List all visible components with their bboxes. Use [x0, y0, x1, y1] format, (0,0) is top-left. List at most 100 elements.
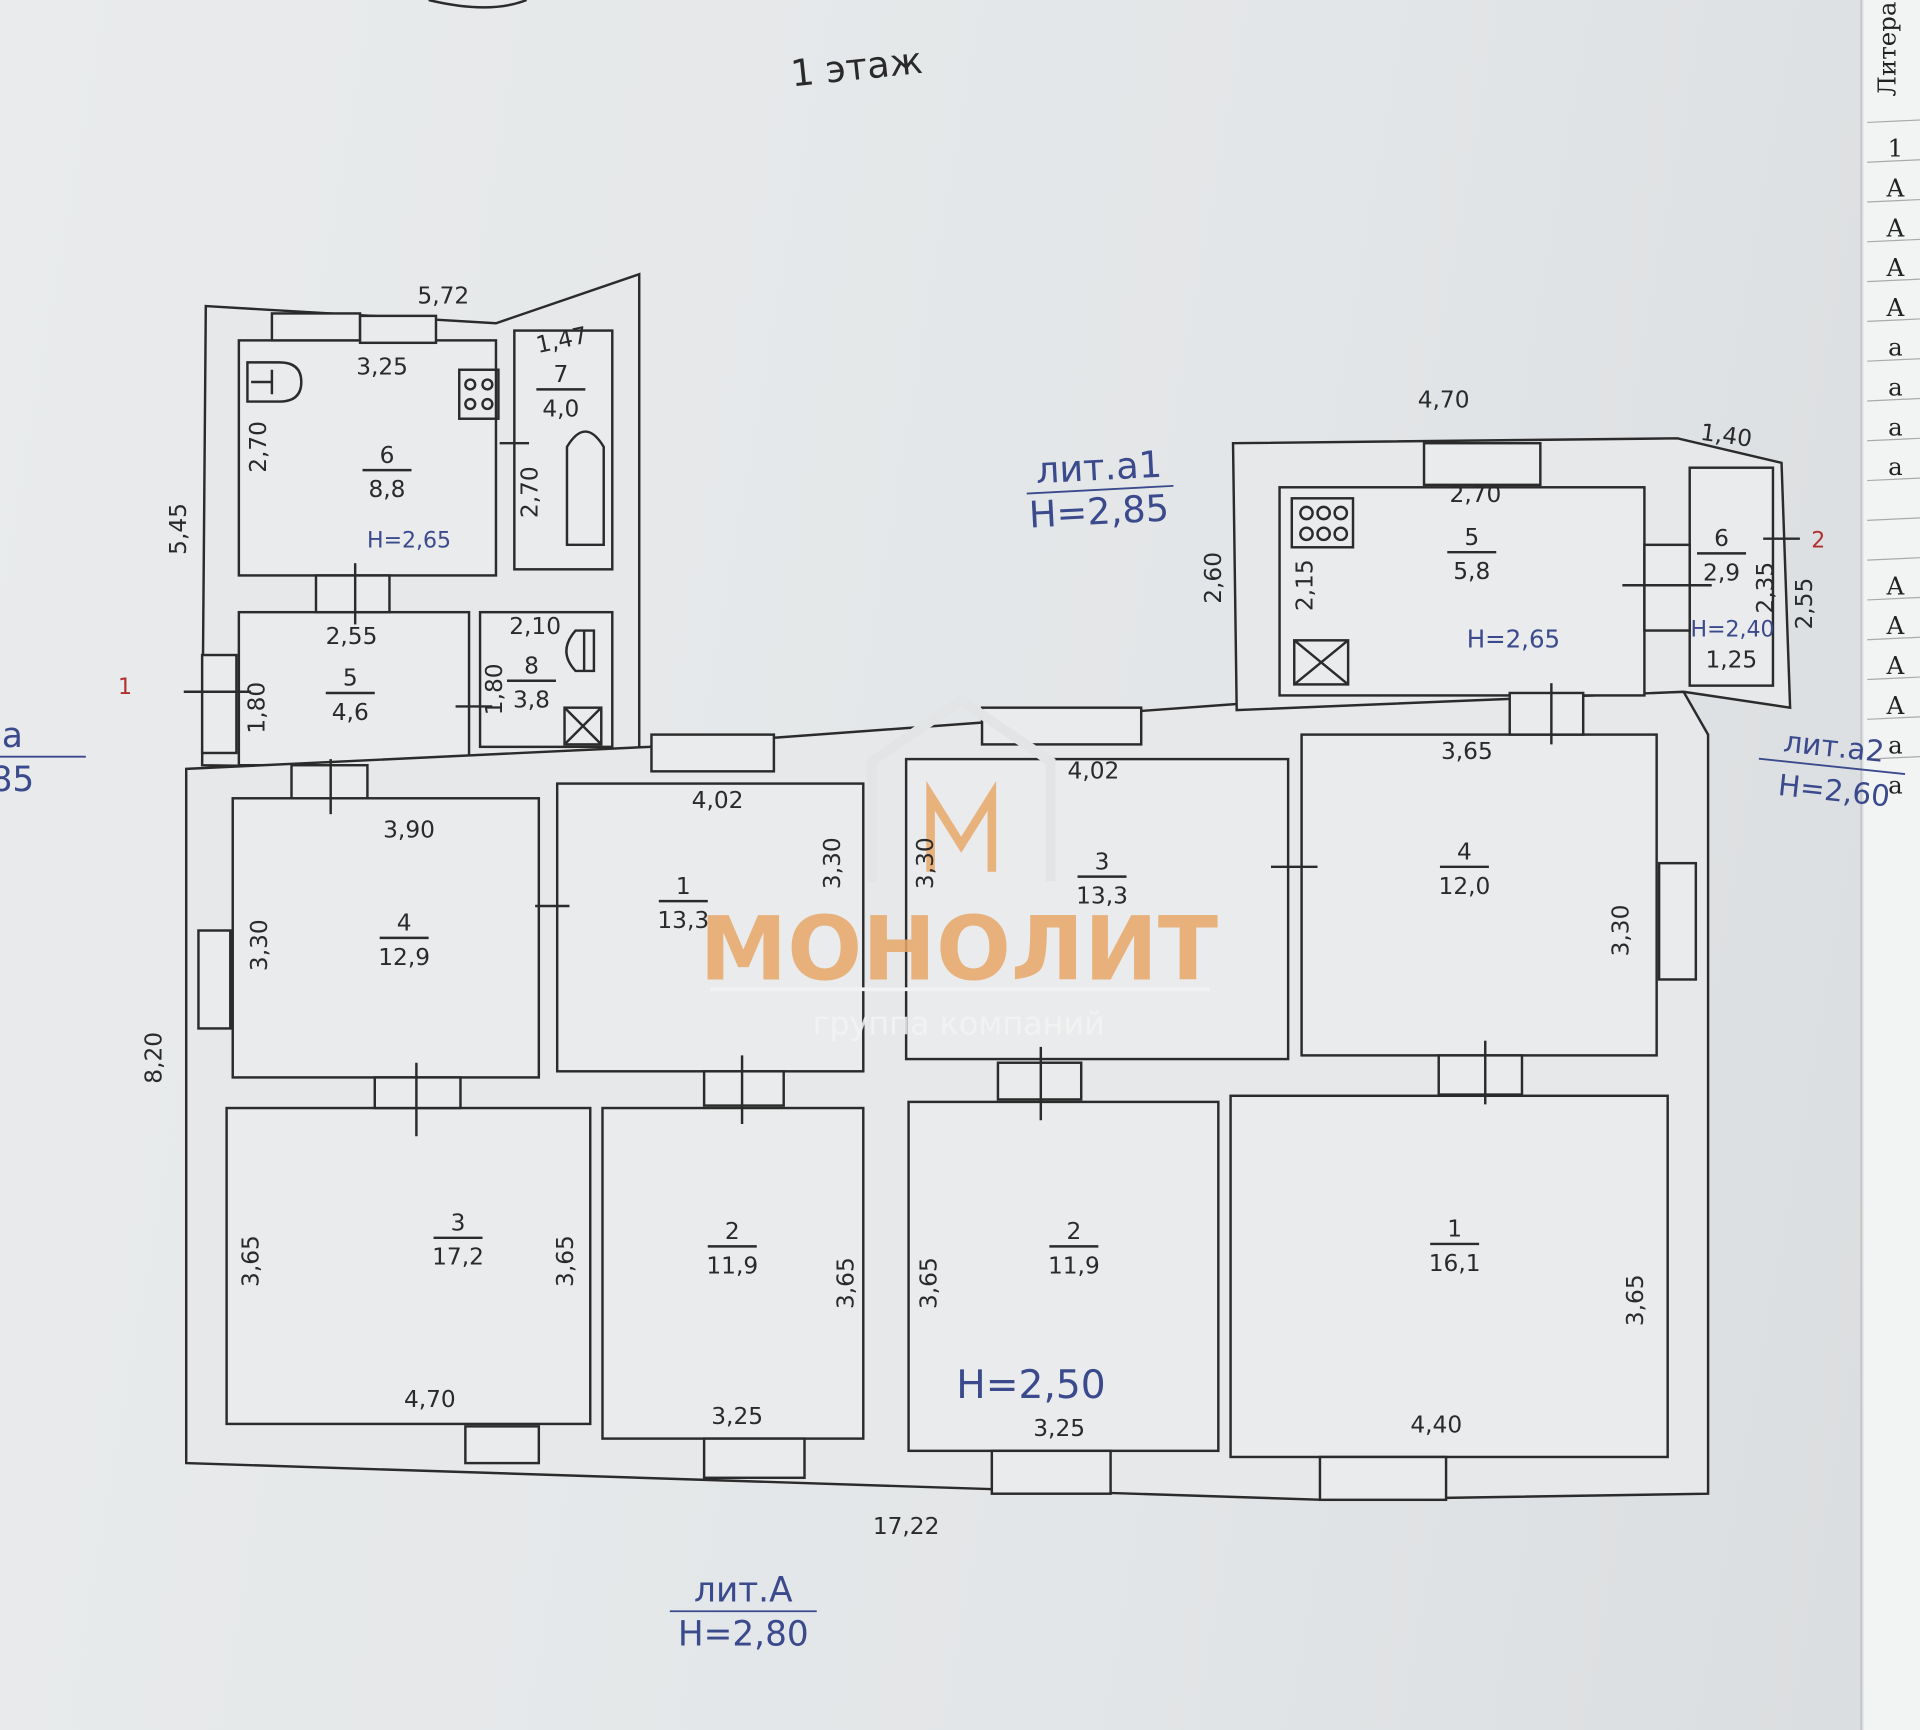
lit-height: H=2,80 [678, 1615, 809, 1655]
window [1657, 861, 1698, 981]
table-cell: а [1888, 770, 1903, 799]
table-row-line [1867, 397, 1920, 402]
room-number: 7 [553, 361, 568, 388]
table-cell: а [1888, 372, 1903, 401]
table-background [1863, 0, 1920, 1730]
dimension-label: 17,22 [873, 1513, 940, 1540]
room-number: 8 [524, 652, 539, 679]
room-area: 11,9 [1048, 1252, 1100, 1279]
dimension-label: 2,55 [326, 623, 378, 650]
dimension-label: 2,55 [1791, 578, 1818, 630]
window [702, 1437, 806, 1480]
table-cell: а [1888, 333, 1903, 362]
room-1-bottom [1229, 1094, 1669, 1459]
table-row-line [1867, 437, 1920, 442]
table-cell: А [1886, 213, 1905, 242]
room-number: 6 [380, 442, 395, 469]
table-row-line [1867, 159, 1920, 163]
room-height: H=2,50 [956, 1363, 1105, 1408]
table-row-line [1867, 198, 1920, 203]
window [270, 312, 362, 342]
dimension-label: 3,65 [916, 1257, 943, 1309]
room-number: 5 [343, 665, 358, 692]
watermark-brand: МОНОЛИТ [700, 897, 1218, 1000]
dimension-label: 4,70 [1418, 387, 1470, 414]
room-number: 1 [676, 873, 691, 900]
table-cell: А [1886, 571, 1905, 600]
dimension-label: 2,10 [509, 613, 561, 640]
fixtures [246, 361, 1355, 746]
section-mark: 2 [1811, 528, 1825, 553]
room-number: 1 [1447, 1216, 1462, 1243]
room-area: 3,8 [513, 687, 550, 714]
dimension-label: 2,60 [1200, 552, 1227, 604]
door [996, 1061, 1083, 1101]
lit-underline [1026, 484, 1174, 495]
table-row-line [1867, 358, 1920, 362]
stove-icon [1290, 497, 1355, 549]
boiler-icon [563, 706, 603, 746]
dimension-label: 3,30 [819, 837, 846, 889]
table-row-line [1867, 676, 1920, 681]
room-area: 12,9 [378, 944, 430, 971]
table-row-line [1867, 477, 1920, 482]
lit-underline [1758, 757, 1906, 775]
window [650, 733, 776, 773]
room-number: 3 [451, 1209, 466, 1236]
window [1422, 441, 1542, 487]
dimension-label: 4,40 [1410, 1411, 1462, 1438]
room-height: H=2,65 [1467, 625, 1560, 654]
dimension-label: 2,70 [517, 466, 544, 518]
room-area: 16,1 [1429, 1250, 1481, 1277]
room-area: 8,8 [369, 476, 406, 503]
table-row-line [1867, 238, 1920, 243]
door [1508, 691, 1585, 736]
room-area: 4,0 [542, 395, 579, 422]
bathtub-icon [565, 430, 605, 547]
section-mark: 1 [118, 675, 132, 700]
logo-letter-m-icon [926, 780, 997, 872]
room-area: 2,9 [1703, 559, 1740, 586]
room-area: 17,2 [432, 1244, 484, 1271]
dimension-label: 3,25 [711, 1403, 763, 1430]
room-3-top [904, 757, 1290, 1061]
dimension-label: 3,90 [383, 816, 435, 843]
table-header: Литера [1872, 1, 1901, 96]
dimension-label: 3,30 [1607, 905, 1634, 957]
table-cell: А [1886, 611, 1905, 640]
room-number: 4 [397, 910, 412, 937]
stove-icon [458, 368, 500, 420]
door [314, 574, 391, 614]
table-cell: А [1886, 691, 1905, 720]
room-1-top [555, 782, 865, 1073]
sink-icon [246, 361, 303, 403]
lit-name: лит.а1 [1035, 443, 1163, 493]
table-row-line [1867, 756, 1920, 760]
room-number: 6 [1714, 525, 1729, 552]
table-row-line [1867, 517, 1920, 521]
room-4-right [1300, 733, 1658, 1057]
dimension-label: 2,15 [1292, 559, 1319, 611]
dimension-label: 3,65 [552, 1235, 579, 1287]
door [1437, 1054, 1524, 1096]
room-6-left [237, 339, 498, 577]
dimension-label: 3,30 [246, 919, 273, 971]
dimension-label: 1,25 [1705, 646, 1757, 673]
room-2-a [601, 1106, 865, 1440]
dimension-label: 3,30 [912, 837, 939, 889]
room-3-bottom [225, 1106, 592, 1426]
table-cell: а [1888, 412, 1903, 441]
lit-height: H=2,85 [1028, 486, 1170, 536]
room-number: 4 [1457, 838, 1472, 865]
table-row-line [1867, 318, 1920, 323]
table-cell: А [1886, 293, 1905, 322]
window [200, 653, 238, 755]
windows [197, 312, 1698, 1502]
table-row-line [1867, 119, 1920, 124]
lit-name: лит.А [694, 1570, 793, 1610]
doors [183, 441, 1800, 1137]
dimension-label: 5,72 [417, 283, 469, 310]
paper-edge [428, 0, 528, 9]
